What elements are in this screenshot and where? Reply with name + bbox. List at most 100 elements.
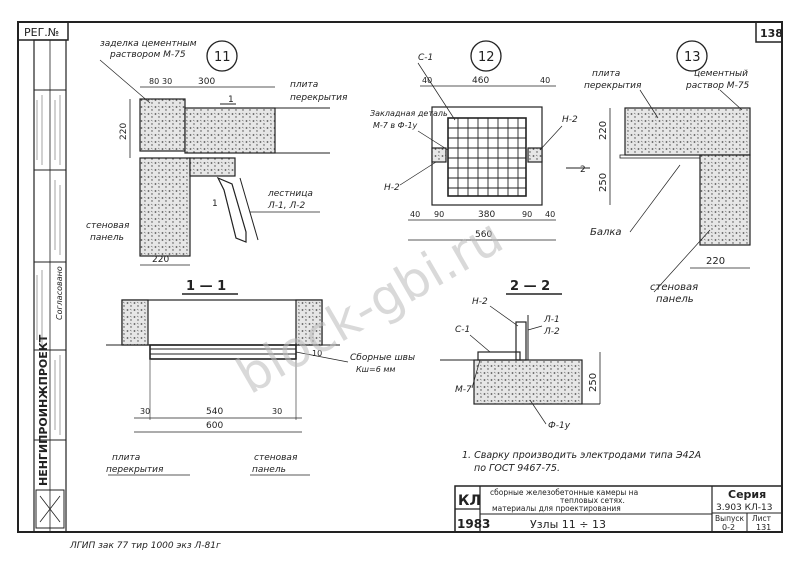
svg-text:перекрытия: перекрытия [584,81,642,91]
svg-text:сборные железобетонные камеры: сборные железобетонные камеры на [490,488,638,497]
svg-text:250: 250 [598,173,609,192]
svg-text:Ф-1у: Ф-1у [548,421,571,431]
svg-text:250: 250 [588,373,599,392]
stamp-org: НЕНГИПРОИНЖПРОЕКТ [37,334,50,486]
node11-slab-top [139,98,186,152]
svg-text:30: 30 [272,407,282,416]
svg-text:КЛ: КЛ [458,493,481,509]
sheet-number-box: 138 [755,21,783,43]
svg-text:1: 1 [212,199,218,209]
node-11-view: 11 80 30 300 1 220 220 1 заделка цементн… [86,39,348,266]
svg-text:40: 40 [545,210,555,219]
svg-text:Л-1: Л-1 [543,315,560,325]
svg-text:Кш=6 мм: Кш=6 мм [356,365,395,374]
node11-wall [139,157,191,257]
svg-text:стеновая: стеновая [86,221,130,231]
svg-text:Закладная деталь: Закладная деталь [370,109,448,118]
note-block: 1. Сварку производить электродами типа Э… [462,450,701,474]
svg-text:по ГОСТ 9467-75.: по ГОСТ 9467-75. [474,463,560,474]
svg-text:стеновая: стеновая [254,453,298,463]
svg-text:131: 131 [756,523,771,532]
node12-mesh [447,117,527,197]
svg-text:Сборные швы: Сборные швы [350,353,415,363]
svg-text:М-7 в Ф-1у: М-7 в Ф-1у [373,121,418,130]
svg-text:220: 220 [598,121,609,140]
svg-text:90: 90 [434,210,444,219]
svg-text:12: 12 [478,50,495,65]
svg-text:11: 11 [214,50,231,65]
svg-text:плита: плита [290,80,318,90]
svg-text:40: 40 [540,76,550,85]
svg-text:Н-2: Н-2 [472,297,488,307]
outer-frame [17,21,783,533]
svg-text:заделка цементным: заделка цементным [100,39,197,49]
node13-slab [624,107,751,156]
svg-text:материалы для проектирования: материалы для проектирования [492,504,621,513]
svg-text:панель: панель [252,465,286,475]
svg-text:90: 90 [522,210,532,219]
svg-text:плита: плита [592,69,620,79]
svg-text:Н-2: Н-2 [562,115,578,125]
registration-box: РЕГ.№ [17,21,69,41]
svg-text:600: 600 [206,421,223,431]
svg-text:2: 2 [580,165,586,175]
svg-text:лестница: лестница [267,189,313,199]
svg-text:М-7: М-7 [455,385,472,395]
svg-text:С-1: С-1 [418,53,433,63]
svg-text:220: 220 [119,123,129,140]
node13-wall [699,154,751,246]
svg-text:панель: панель [90,233,124,243]
watermark-text: block-gbi.ru [227,207,513,405]
svg-text:0-2: 0-2 [722,523,735,532]
node-12-view: 12 40 460 40 40 90 380 90 40 560 С-1 [370,40,590,241]
svg-text:560: 560 [475,230,492,240]
node-13-view: 13 220 250 220 плита перекрытия цементны… [584,40,751,305]
svg-text:Узлы 11 ÷ 13: Узлы 11 ÷ 13 [530,518,606,531]
svg-text:РЕГ.№: РЕГ.№ [24,26,59,39]
section22-foundation [473,359,583,405]
svg-text:220: 220 [152,255,169,265]
section-2-2-view: 2 — 2 250 Н-2 С-1 Л-1 Л-2 М-7 Ф-1у [440,279,601,431]
svg-text:13: 13 [684,50,701,65]
svg-text:10: 10 [312,349,322,358]
section-1-1-view: 1 — 1 30 540 30 600 10 Сборные швы Кш=6 … [106,279,415,476]
svg-text:300: 300 [198,77,215,87]
left-stamp: НЕНГИПРОИНЖПРОЕКТ Согласовано [33,39,67,533]
svg-text:460: 460 [472,76,489,86]
svg-text:перекрытия: перекрытия [290,93,348,103]
svg-text:перекрытия: перекрытия [106,465,164,475]
svg-text:стеновая: стеновая [650,282,698,293]
footer-print-info: ЛГИП зак 77 тир 1000 экз Л-81г [69,541,221,551]
stamp-agreed: Согласовано [55,266,64,320]
svg-text:цементный: цементный [694,69,748,79]
svg-text:1. Сварку производить электрод: 1. Сварку производить электродами типа Э… [462,450,701,461]
node11-stair [216,176,247,243]
svg-text:раствором М-75: раствором М-75 [109,50,186,60]
node11-slab [184,107,276,154]
svg-text:Н-2: Н-2 [384,183,400,193]
svg-text:Балка: Балка [590,227,622,238]
svg-text:138: 138 [760,27,783,40]
svg-text:540: 540 [206,407,223,417]
svg-text:С-1: С-1 [455,325,470,335]
title-block: КЛ 1983 сборные железобетонные камеры на… [454,485,783,533]
svg-text:панель: панель [656,294,694,305]
svg-text:2 — 2: 2 — 2 [510,279,550,294]
svg-text:40: 40 [422,76,432,85]
svg-text:Лист: Лист [752,514,772,523]
svg-text:380: 380 [478,210,495,220]
svg-text:1983: 1983 [457,517,490,531]
svg-text:80: 80 [149,77,159,86]
svg-text:тепловых сетях.: тепловых сетях. [560,496,625,505]
svg-text:Л-1, Л-2: Л-1, Л-2 [267,201,305,211]
svg-text:Серия: Серия [728,488,766,501]
svg-text:Л-2: Л-2 [543,327,560,337]
svg-text:раствор М-75: раствор М-75 [685,81,750,91]
svg-text:30: 30 [140,407,150,416]
svg-text:1: 1 [228,95,234,105]
svg-text:220: 220 [706,256,725,267]
svg-text:Выпуск: Выпуск [715,514,745,523]
svg-text:плита: плита [112,453,140,463]
svg-text:40: 40 [410,210,420,219]
